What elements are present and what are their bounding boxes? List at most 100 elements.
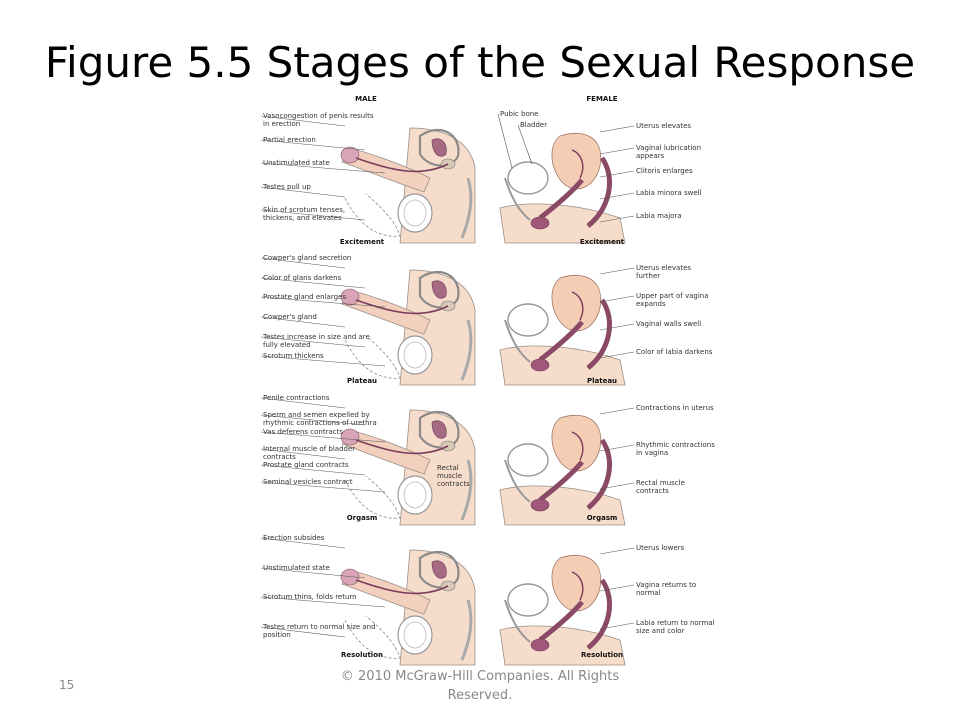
leader-line xyxy=(260,209,366,221)
glans xyxy=(340,288,360,306)
slide-number: 15 xyxy=(59,678,75,692)
pubic-bone xyxy=(504,459,531,503)
female-label-right: Uterus lowers xyxy=(636,544,684,552)
male-label: Vas deferens contracts xyxy=(263,428,343,436)
uterine-cavity xyxy=(571,431,584,461)
rectum xyxy=(586,438,612,510)
female-label-left: Pubic bone xyxy=(500,110,538,118)
leader-line xyxy=(260,257,346,269)
labia xyxy=(530,498,550,512)
seminal-vesicle xyxy=(431,280,447,299)
leader-line xyxy=(599,323,635,331)
leader-line xyxy=(599,444,635,452)
leader-line xyxy=(260,481,386,493)
male-stage-caption: Excitement xyxy=(340,238,385,246)
female-stage-caption: Excitement xyxy=(580,238,625,246)
unstimulated-outline xyxy=(344,615,401,659)
male-label: Testes pull up xyxy=(262,183,311,191)
rectum xyxy=(460,319,473,381)
rectum xyxy=(586,298,612,370)
pelvic-floor xyxy=(499,485,626,526)
female-label-right: Contractions in uterus xyxy=(636,404,714,412)
leader-line xyxy=(599,295,635,303)
pubic-bone xyxy=(504,599,531,643)
testis xyxy=(397,193,433,233)
male-label: Seminal vesicles contract xyxy=(263,478,353,486)
female-label-right: Vaginal walls swell xyxy=(636,320,701,328)
male-label: Unstimulated state xyxy=(263,159,330,167)
leader-line xyxy=(497,113,513,169)
leader-line xyxy=(260,162,386,174)
leader-line xyxy=(260,336,366,348)
male-label: Unstimulated state xyxy=(263,564,330,572)
leader-line xyxy=(260,139,366,151)
seminal-vesicle xyxy=(431,420,447,439)
male-label: Erection subsides xyxy=(263,534,325,542)
rectum xyxy=(460,177,473,239)
urethra xyxy=(355,579,449,595)
leader-line xyxy=(599,622,635,630)
leader-line xyxy=(260,115,346,127)
male-label: Penile contractions xyxy=(263,394,330,402)
slide-title: Figure 5.5 Stages of the Sexual Response xyxy=(44,38,916,87)
scrotum-inner xyxy=(403,481,427,509)
male-label: Prostate gland enlarges xyxy=(263,293,346,301)
leader-line xyxy=(260,186,346,198)
rectum xyxy=(586,578,612,650)
unstimulated-outline xyxy=(344,193,401,237)
female-label-right: Clitoris enlarges xyxy=(636,167,693,175)
testis xyxy=(397,475,433,515)
penis-shape xyxy=(341,289,431,335)
male-label: Partial erection xyxy=(263,136,316,144)
scrotum-inner xyxy=(403,199,427,227)
vaginal-canal xyxy=(538,460,584,502)
female-label-left: Bladder xyxy=(520,121,547,129)
leader-line xyxy=(599,584,635,592)
leader-line xyxy=(260,397,346,409)
pubic-bone xyxy=(504,319,531,363)
uterus xyxy=(551,554,602,612)
rectum xyxy=(460,459,473,521)
leader-line xyxy=(260,626,346,638)
leader-line xyxy=(260,448,346,460)
penis-shape xyxy=(341,147,431,193)
male-label: Scrotum thickens xyxy=(263,352,324,360)
male-stage-caption: Plateau xyxy=(347,377,377,385)
pelvic-floor xyxy=(499,203,626,244)
leader-line xyxy=(260,277,366,289)
rectum xyxy=(460,599,473,661)
leader-line xyxy=(260,296,386,308)
vaginal-canal xyxy=(538,320,584,362)
leader-line xyxy=(260,596,386,608)
labia xyxy=(530,216,550,230)
penis-shape xyxy=(341,429,431,475)
male-label: Prostate gland contracts xyxy=(263,461,349,469)
leader-line xyxy=(599,192,635,200)
bladder xyxy=(507,443,549,477)
urethra xyxy=(355,299,449,315)
female-label-right: Labia minora swell xyxy=(636,189,702,197)
bladder-outline xyxy=(418,550,460,589)
testis xyxy=(397,335,433,375)
rectum xyxy=(586,156,612,228)
male-label: Scrotum thins, folds return xyxy=(263,593,357,601)
leader-line xyxy=(599,482,635,490)
scrotum-inner xyxy=(403,621,427,649)
bladder-outline xyxy=(418,128,460,167)
leader-line xyxy=(260,316,346,328)
leader-line xyxy=(260,464,366,476)
bladder xyxy=(507,583,549,617)
